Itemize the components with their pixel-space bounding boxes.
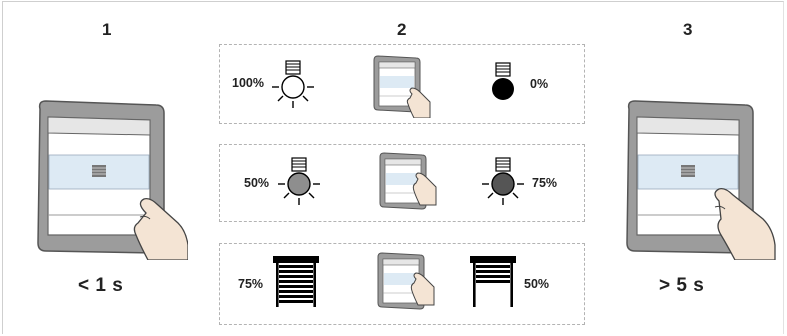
mode-panel-on-off: 100% [219,44,585,124]
mode-2-right-value: 75% [532,176,558,190]
step-3-number: 3 [683,20,693,39]
mode-panel-shutter: 75% [219,243,585,325]
lamp-off-icon [488,61,518,107]
mode-3-right-value: 50% [524,277,550,291]
short-press-duration: < 1 s [78,275,124,296]
step-1-number: 1 [102,20,112,39]
switch-short-press-illustration [28,95,188,260]
shutter-closed-icon [272,255,320,307]
mini-switch-icon [372,52,432,118]
lamp-dimmed-icon [480,156,526,208]
step-2-number: 2 [397,20,407,39]
mode-3-left-value: 75% [238,277,264,291]
mode-2-left-value: 50% [244,176,270,190]
long-press-duration: > 5 s [659,275,705,296]
lamp-dimmed-icon [276,156,322,208]
mini-switch-icon [376,249,436,315]
mode-1-left-value: 100% [232,76,264,90]
shutter-half-open-icon [469,255,517,307]
mode-panel-dimming: 50% [219,144,585,222]
mode-1-right-value: 0% [530,77,549,91]
mini-switch-icon [378,149,438,215]
lamp-on-icon [270,59,316,111]
switch-long-press-illustration [617,95,777,260]
